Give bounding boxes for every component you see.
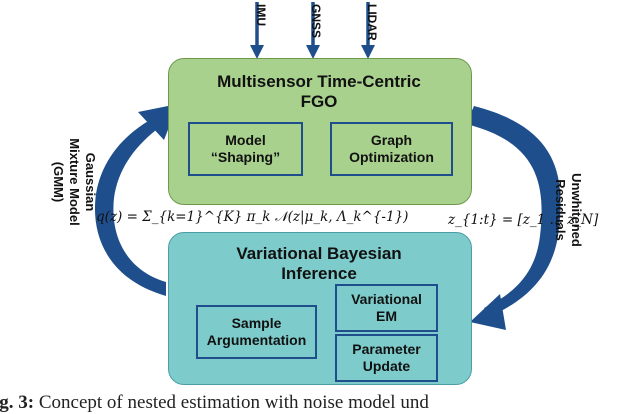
fgo-panel bbox=[168, 58, 472, 205]
gmm-label-line3: (GMM) bbox=[51, 161, 66, 203]
imu-label: IMU bbox=[254, 4, 268, 26]
param-box-line1: Parameter bbox=[352, 341, 421, 357]
graph-optimization-box: Graph Optimization bbox=[330, 122, 453, 176]
lidar-label: LIDAR bbox=[365, 4, 379, 41]
graph-box-line2: Optimization bbox=[349, 149, 434, 165]
vem-box-line1: Variational bbox=[351, 291, 422, 307]
right-arrowhead bbox=[470, 294, 506, 330]
model-shaping-box: Model “Shaping” bbox=[188, 122, 303, 176]
vem-box-line2: EM bbox=[376, 308, 397, 324]
sample-argumentation-box: Sample Argumentation bbox=[196, 305, 317, 359]
right-curved-arrow bbox=[466, 106, 561, 316]
sensor-arrows bbox=[250, 2, 375, 59]
gnss-label: GNSS bbox=[309, 4, 323, 39]
variational-em-box: Variational EM bbox=[335, 284, 438, 332]
gmm-label-line2: Mixture Model bbox=[67, 138, 82, 226]
param-box-line2: Update bbox=[362, 358, 411, 374]
graph-box-line1: Graph bbox=[370, 132, 413, 148]
model-box-line2: “Shaping” bbox=[210, 149, 281, 165]
left-curved-arrow bbox=[94, 120, 166, 296]
residuals-label-line1: Unwhitened bbox=[569, 173, 584, 247]
residuals-label-line2: Residuals bbox=[553, 179, 568, 241]
gmm-equation: q(z) = Σ_{k=1}^{K} π_k 𝒩(z|μ_k, Λ_k^{-1}… bbox=[96, 209, 409, 225]
fgo-title-line2: FGO bbox=[300, 92, 338, 111]
parameter-update-box: Parameter Update bbox=[335, 334, 438, 382]
gmm-label: Gaussian Mixture Model (GMM) bbox=[50, 138, 98, 225]
model-box-line1: Model bbox=[225, 132, 266, 148]
figure-caption: ig. 3: Concept of nested estimation with… bbox=[0, 392, 429, 414]
fgo-title: Multisensor Time-Centric bbox=[217, 72, 421, 91]
residuals-label: Unwhitened Residuals bbox=[552, 173, 584, 247]
caption-text: Concept of nested estimation with noise … bbox=[38, 392, 429, 413]
residual-equation: z_{1:t} = [z_1 … z_N] bbox=[448, 212, 599, 228]
vb-title-line2: Inference bbox=[281, 264, 357, 283]
vb-title: Variational Bayesian bbox=[236, 244, 402, 263]
vb-panel bbox=[168, 232, 472, 385]
sample-box-line1: Sample bbox=[231, 315, 282, 331]
caption-prefix: ig. 3: bbox=[0, 392, 35, 413]
sample-box-line2: Argumentation bbox=[206, 332, 307, 348]
